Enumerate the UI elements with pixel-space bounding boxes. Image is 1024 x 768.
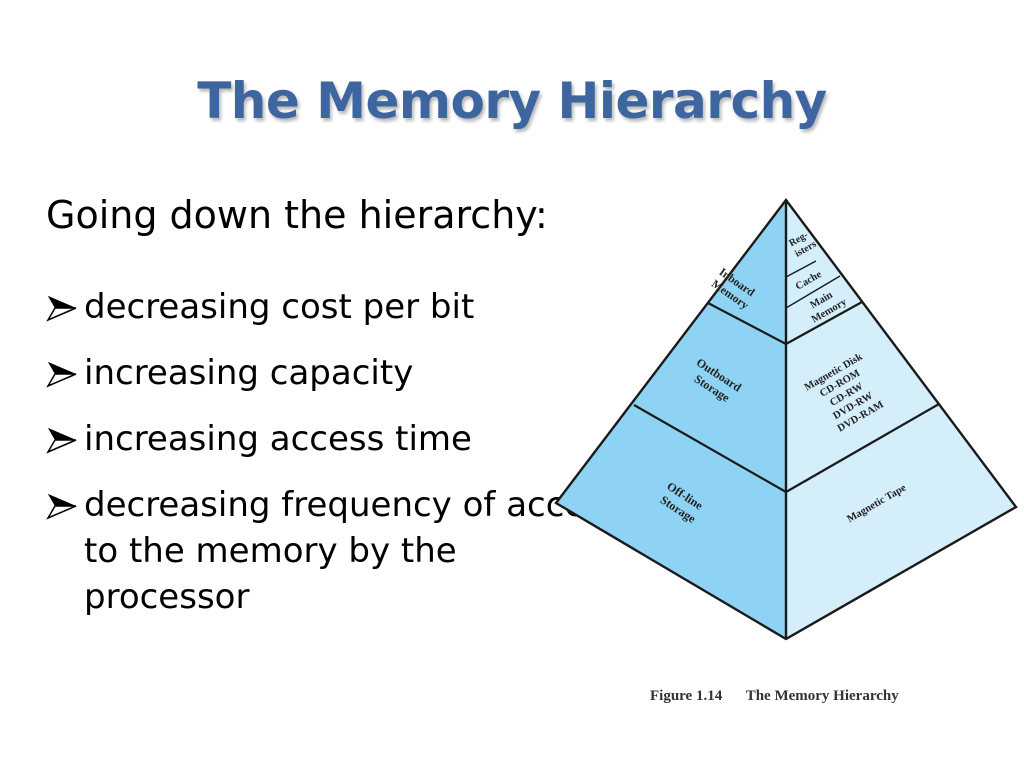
- pyramid-layer-lines: [633, 260, 940, 493]
- bullet-text: decreasing cost per bit: [84, 287, 475, 327]
- arrow-bullet-icon: [46, 296, 77, 322]
- bullet-item: increasing capacity: [46, 350, 626, 396]
- bullet-text: increasing access time: [84, 419, 472, 459]
- bullet-text: decreasing frequency of access to the me…: [84, 485, 621, 617]
- pyramid-right-face: [786, 200, 1016, 639]
- pyramid-left-face: [556, 200, 786, 639]
- bullet-item: increasing access time: [46, 416, 626, 462]
- bullet-list: decreasing cost per bit increasing capac…: [46, 284, 626, 640]
- arrow-bullet-icon: [46, 362, 77, 388]
- slide-title: The Memory Hierarchy: [197, 72, 827, 130]
- caption-title: The Memory Hierarchy: [745, 688, 899, 704]
- intro-text: Going down the hierarchy:: [46, 193, 548, 237]
- caption-number: Figure 1.14: [650, 688, 723, 704]
- arrow-bullet-icon: [46, 428, 77, 454]
- memory-pyramid-diagram: Inboard Memory Outboard Storage Off-line…: [554, 198, 1018, 641]
- bullet-text: increasing capacity: [84, 353, 414, 393]
- figure-caption: Figure 1.14 The Memory Hierarchy: [650, 688, 899, 705]
- arrow-bullet-icon: [46, 494, 77, 520]
- bullet-item: decreasing cost per bit: [46, 284, 626, 330]
- bullet-item: decreasing frequency of access to the me…: [46, 482, 626, 620]
